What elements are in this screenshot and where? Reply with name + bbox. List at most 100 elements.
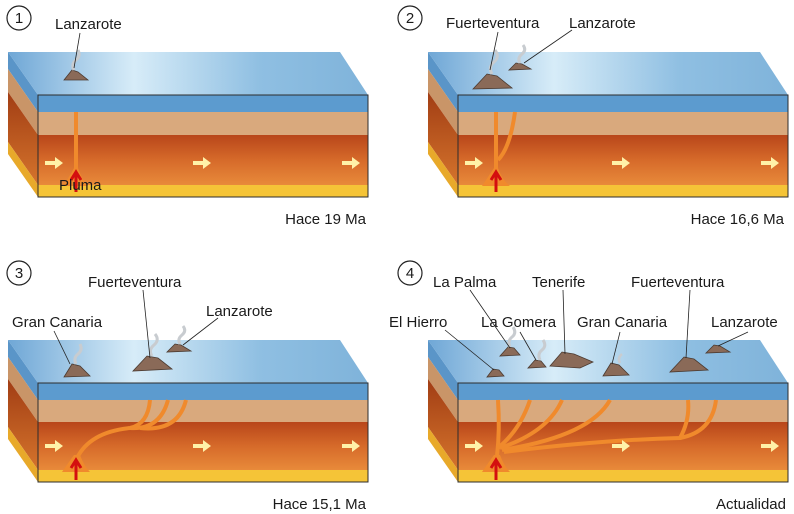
flow-arrow-icon	[465, 157, 483, 169]
panel-number: 3	[15, 265, 23, 282]
crust-side-face	[8, 357, 38, 422]
crust-front	[38, 400, 368, 422]
leader-line	[469, 289, 511, 349]
smoke-icon	[537, 339, 547, 361]
crust-side-face	[428, 357, 458, 422]
flow-arrow-icon	[612, 157, 630, 169]
core-side-face	[8, 427, 38, 482]
label-fuerteventura: Fuerteventura	[446, 15, 540, 32]
island-lanzarote	[704, 344, 732, 354]
label-tenerife: Tenerife	[532, 274, 585, 291]
plume-branch	[495, 399, 501, 457]
red-up-arrow	[69, 169, 83, 192]
mantle-side-face	[8, 92, 38, 185]
flow-arrow-icon	[193, 157, 211, 169]
flow-arrow-icon	[45, 440, 63, 452]
leader-line	[489, 31, 499, 71]
leader-line	[444, 329, 495, 371]
label-lanzarote: Lanzarote	[569, 15, 636, 32]
island-fuerteventura	[472, 73, 514, 90]
label-fuerteventura: Fuerteventura	[88, 274, 182, 291]
plume	[482, 112, 510, 186]
age-label: Hace 19 Ma	[285, 211, 367, 228]
block-outline	[457, 382, 789, 483]
ocean-side-face	[428, 52, 458, 112]
label-gran-canaria: Gran Canaria	[12, 314, 103, 331]
smoke-icon	[488, 49, 499, 75]
flow-arrow-icon	[193, 440, 211, 452]
block-outline	[37, 382, 369, 483]
ocean-front	[458, 95, 788, 112]
island-gran-canaria	[63, 363, 91, 378]
leader-line	[53, 330, 71, 365]
panel-1: 1 Lanzarote Pluma Hace 19 Ma	[6, 5, 369, 228]
label-la-palma: La Palma	[433, 274, 497, 291]
core-front	[458, 470, 788, 482]
plume-branch	[496, 399, 532, 450]
plume-branch	[503, 399, 691, 454]
panel-number: 1	[15, 10, 23, 27]
ocean-side-face	[8, 340, 38, 400]
core-front	[458, 185, 788, 197]
panel-number-badge	[6, 260, 32, 286]
panel-number-badge	[397, 260, 423, 286]
island-fuerteventura	[669, 356, 710, 373]
crust-front	[458, 112, 788, 135]
island-fuerteventura	[132, 355, 174, 372]
panel-number-badge	[397, 5, 423, 31]
island-la-palma	[499, 346, 521, 357]
red-up-arrow	[489, 169, 503, 192]
plume-branch	[75, 399, 152, 459]
panel-number: 4	[406, 265, 414, 282]
plume-branch	[129, 399, 170, 431]
leader-line	[73, 32, 81, 69]
island-lanzarote	[507, 62, 533, 71]
flow-arrow-icon	[342, 157, 360, 169]
age-label: Actualidad	[716, 496, 786, 513]
plume-branch	[139, 399, 188, 431]
leader-line	[523, 29, 573, 64]
core-front	[38, 470, 368, 482]
island-lanzarote	[165, 343, 193, 353]
mantle-side-face	[428, 92, 458, 185]
red-up-arrow	[69, 457, 83, 480]
ocean-top	[8, 340, 368, 383]
crust-front	[38, 112, 368, 135]
plume-branch	[501, 398, 612, 452]
smoke-icon	[148, 333, 159, 357]
flow-arrow-icon	[465, 440, 483, 452]
label-lanzarote: Lanzarote	[206, 303, 273, 320]
smoke-icon	[517, 44, 527, 64]
ocean-front	[38, 95, 368, 112]
label-gran-canaria: Gran Canaria	[577, 314, 668, 331]
crust-side-face	[8, 69, 38, 135]
panel-4: 4	[389, 260, 789, 513]
leader-line	[611, 331, 621, 365]
label-pluma: Pluma	[59, 177, 102, 194]
core-side-face	[428, 427, 458, 482]
core-side-face	[8, 142, 38, 197]
label-el-hierro: El Hierro	[389, 314, 447, 331]
ocean-side-face	[428, 340, 458, 400]
leader-line	[685, 289, 691, 359]
mantle-side-face	[8, 379, 38, 470]
flow-arrow-icon	[761, 157, 779, 169]
ocean-front	[38, 383, 368, 400]
crust-front	[458, 400, 788, 422]
ocean-top	[428, 52, 788, 95]
panel-number: 2	[406, 10, 414, 27]
label-lanzarote: Lanzarote	[711, 314, 778, 331]
panel-3: 3 Fuerteventura Gran Canaria Lanzarote H…	[6, 260, 369, 513]
smoke-icon	[71, 49, 81, 71]
flow-arrow-icon	[612, 440, 630, 452]
age-label: Hace 16,6 Ma	[691, 211, 785, 228]
flow-arrow-icon	[45, 157, 63, 169]
panel-number-badge	[6, 5, 32, 31]
leader-line	[182, 317, 219, 346]
leader-line	[142, 289, 151, 359]
flow-arrow-icon	[761, 440, 779, 452]
smoke-icon	[617, 353, 623, 364]
block-outline	[37, 94, 369, 198]
leader-line	[562, 289, 566, 355]
